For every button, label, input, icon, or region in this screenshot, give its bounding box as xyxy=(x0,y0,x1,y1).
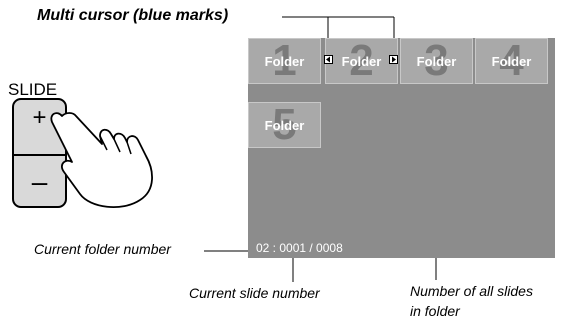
folder-tile-4[interactable]: 4 Folder xyxy=(475,38,548,84)
folder-number: 5 xyxy=(272,102,297,148)
multi-cursor-caption: Multi cursor (blue marks) xyxy=(37,7,229,24)
folder-tile-2[interactable]: 2 Folder xyxy=(325,38,398,84)
folder-number: 2 xyxy=(349,38,374,84)
folder-tile-1[interactable]: 1 Folder xyxy=(248,38,321,84)
folder-tile-5[interactable]: 5 Folder xyxy=(248,102,321,148)
pointing-hand-icon xyxy=(50,112,153,208)
cursor-mark-left-icon xyxy=(324,55,333,64)
slide-minus-key[interactable]: – xyxy=(31,166,48,197)
folder-number: 4 xyxy=(499,38,524,84)
folder-label: Folder xyxy=(264,54,305,69)
current-folder-number-caption: Current folder number xyxy=(34,241,171,257)
current-slide-number-caption: Current slide number xyxy=(189,285,320,301)
folder-label: Folder xyxy=(491,54,532,69)
folder-label: Folder xyxy=(341,54,382,69)
folder-label: Folder xyxy=(416,54,457,69)
folder-tile-3[interactable]: 3 Folder xyxy=(400,38,473,84)
folder-number: 3 xyxy=(424,38,449,84)
folder-status-readout: 02 : 0001 / 0008 xyxy=(256,241,343,255)
number-of-all-slides-caption-line1: Number of all slides xyxy=(410,283,533,299)
cursor-mark-right-icon xyxy=(389,55,398,64)
slide-plus-key[interactable]: + xyxy=(32,104,47,131)
slide-button-label: SLIDE xyxy=(8,80,58,99)
number-of-all-slides-caption-line2: in folder xyxy=(410,303,460,319)
folder-number: 1 xyxy=(272,38,297,84)
slide-folder-screen: 1 Folder 2 Folder 3 Folder 4 Folder 5 Fo… xyxy=(248,38,555,258)
folder-label: Folder xyxy=(264,118,305,133)
slide-key-divider xyxy=(14,154,65,156)
